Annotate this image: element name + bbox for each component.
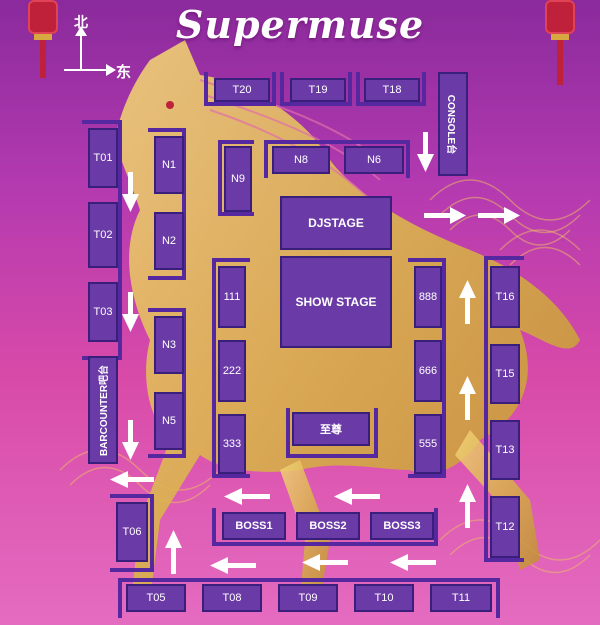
table-n5[interactable]: N5 — [154, 392, 184, 450]
venue-title: Supermuse — [175, 2, 425, 47]
table-label: T06 — [122, 526, 142, 538]
table-t15[interactable]: T15 — [490, 344, 520, 404]
table-label: 555 — [418, 438, 438, 450]
bracket — [110, 494, 154, 572]
table-888[interactable]: 888 — [414, 266, 442, 328]
bracket — [212, 258, 250, 478]
table-t19[interactable]: T19 — [290, 78, 346, 102]
table-label: T19 — [308, 84, 328, 96]
table-label: BOSS2 — [309, 520, 347, 532]
table-label: N9 — [230, 173, 246, 185]
show-stage[interactable]: SHOW STAGE — [280, 256, 392, 348]
table-label: 222 — [222, 365, 242, 377]
table-t09[interactable]: T09 — [278, 584, 338, 612]
dj-stage-label: DJSTAGE — [308, 216, 364, 230]
table-label: 888 — [418, 291, 438, 303]
table-n3[interactable]: N3 — [154, 316, 184, 374]
table-boss3[interactable]: BOSS3 — [370, 512, 434, 540]
table-t08[interactable]: T08 — [202, 584, 262, 612]
table-t13[interactable]: T13 — [490, 420, 520, 480]
bracket — [286, 408, 378, 458]
bracket — [148, 308, 186, 458]
table-label: T16 — [495, 291, 515, 303]
table-label: T20 — [232, 84, 252, 96]
table-label: T11 — [451, 592, 471, 604]
bracket — [280, 72, 352, 106]
table-label: BOSS1 — [235, 520, 273, 532]
table-t11[interactable]: T11 — [430, 584, 492, 612]
table-666[interactable]: 666 — [414, 340, 442, 402]
table-label: T13 — [495, 444, 515, 456]
lantern-left — [28, 0, 58, 78]
table-333[interactable]: 333 — [218, 414, 246, 474]
table-n8[interactable]: N8 — [272, 146, 330, 174]
bracket — [264, 140, 410, 178]
table-label: BOSS3 — [383, 520, 421, 532]
table-label: N5 — [161, 415, 177, 427]
bracket — [218, 140, 254, 216]
table-label: T02 — [93, 229, 113, 241]
table-label: T05 — [146, 592, 166, 604]
bracket — [204, 72, 276, 106]
table-n2[interactable]: N2 — [154, 212, 184, 270]
bracket — [484, 256, 524, 562]
table-111[interactable]: 111 — [218, 266, 246, 328]
lantern-right — [545, 0, 575, 85]
table-label: T03 — [93, 306, 113, 318]
console-booth[interactable]: CONSOLE台 — [438, 72, 468, 176]
table-t01[interactable]: T01 — [88, 128, 118, 188]
table-t12[interactable]: T12 — [490, 496, 520, 558]
table-label: N8 — [293, 154, 309, 166]
table-label: 333 — [222, 438, 242, 450]
vip-booth[interactable]: 至尊 — [292, 412, 370, 446]
table-t03[interactable]: T03 — [88, 282, 118, 342]
table-label: T01 — [93, 152, 113, 164]
table-n1[interactable]: N1 — [154, 136, 184, 194]
table-label: 111 — [223, 291, 241, 303]
bracket — [356, 72, 426, 106]
table-t18[interactable]: T18 — [364, 78, 420, 102]
table-label: T18 — [382, 84, 402, 96]
table-label: N1 — [161, 159, 177, 171]
table-t06[interactable]: T06 — [116, 502, 148, 562]
bracket — [408, 258, 446, 478]
table-label: 666 — [418, 365, 438, 377]
table-label: T12 — [495, 521, 515, 533]
north-arrow-icon — [75, 26, 87, 70]
show-stage-label: SHOW STAGE — [295, 295, 377, 309]
table-label: T15 — [495, 368, 515, 380]
table-label: T08 — [222, 592, 242, 604]
table-label: T09 — [298, 592, 318, 604]
table-label: N3 — [161, 339, 177, 351]
bracket — [212, 508, 438, 546]
bar-counter-label: BARCOUNTER吧台 — [99, 364, 111, 456]
table-boss1[interactable]: BOSS1 — [222, 512, 286, 540]
bar-counter[interactable]: BARCOUNTER吧台 — [88, 356, 118, 464]
vip-label: 至尊 — [320, 424, 342, 436]
compass-east-label: 东 — [116, 64, 132, 81]
table-label: T10 — [374, 592, 394, 604]
bracket — [118, 578, 500, 618]
table-n6[interactable]: N6 — [344, 146, 404, 174]
table-label: N2 — [161, 235, 177, 247]
table-n9[interactable]: N9 — [224, 146, 252, 212]
table-t10[interactable]: T10 — [354, 584, 414, 612]
table-t02[interactable]: T02 — [88, 202, 118, 268]
table-555[interactable]: 555 — [414, 414, 442, 474]
table-boss2[interactable]: BOSS2 — [296, 512, 360, 540]
table-t05[interactable]: T05 — [126, 584, 186, 612]
east-arrow-icon — [64, 64, 116, 76]
dj-stage[interactable]: DJSTAGE — [280, 196, 392, 250]
table-222[interactable]: 222 — [218, 340, 246, 402]
table-t20[interactable]: T20 — [214, 78, 270, 102]
console-label: CONSOLE台 — [445, 94, 457, 154]
table-t16[interactable]: T16 — [490, 266, 520, 328]
bracket — [148, 128, 186, 280]
table-label: N6 — [366, 154, 382, 166]
compass: 北 东 — [60, 8, 140, 88]
